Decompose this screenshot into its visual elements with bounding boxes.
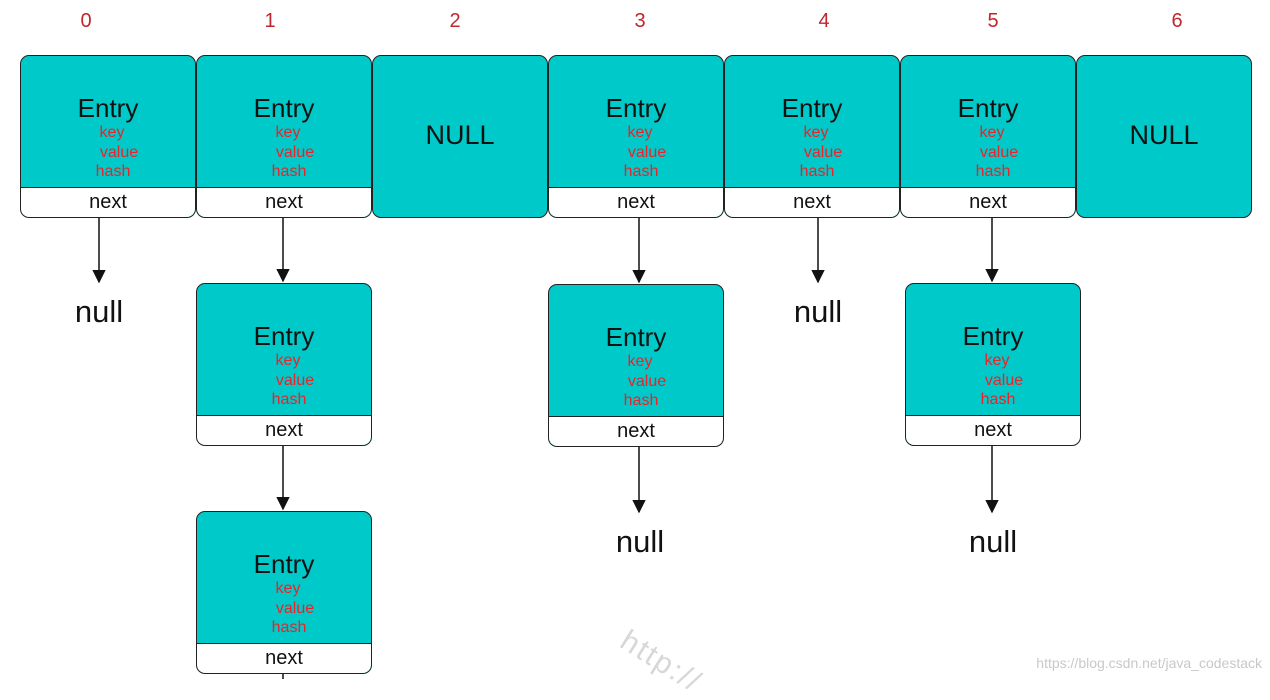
bucket-index-4: 4 [818,10,830,32]
entry-next-pointer: next [906,415,1080,445]
entry-next-pointer: next [901,187,1075,217]
entry-fields: key value hash [906,351,1080,410]
entry-field-key: key [627,124,653,141]
null-slot-label: NULL [425,120,495,150]
chain-1-entry-1: Entry key value hash next [196,283,372,446]
chain-5-entry-1: Entry key value hash next [905,283,1081,446]
entry-field-hash: hash [980,391,1016,408]
entry-title: Entry [962,321,1024,351]
entry-title: Entry [957,93,1019,123]
entry-fields: key value hash [21,123,195,182]
entry-title: Entry [253,93,315,123]
entry-field-key: key [275,124,301,141]
entry-fields: key value hash [197,579,371,638]
chain-5-null: null [968,524,1018,559]
entry-field-value: value [984,371,1024,389]
bucket-5-entry: Entry key value hash next [900,55,1076,218]
bucket-index-1: 1 [264,10,276,32]
entry-next-pointer: next [549,416,723,446]
entry-field-value: value [99,143,139,161]
entry-field-key: key [979,124,1005,141]
entry-field-key: key [627,353,653,370]
entry-title: Entry [605,322,667,352]
bucket-index-3: 3 [634,10,646,32]
entry-fields: key value hash [901,123,1075,182]
chain-0-null: null [74,294,124,329]
entry-fields: key value hash [725,123,899,182]
entry-field-hash: hash [975,163,1011,180]
chain-1-entry-2: Entry key value hash next [196,511,372,674]
entry-field-hash: hash [271,163,307,180]
entry-fields: key value hash [549,123,723,182]
entry-field-key: key [275,352,301,369]
entry-field-value: value [275,143,315,161]
entry-field-hash: hash [271,391,307,408]
pointer-arrows [92,218,999,679]
entry-title: Entry [77,93,139,123]
entry-next-pointer: next [197,187,371,217]
entry-fields: key value hash [549,352,723,411]
bucket-1-entry: Entry key value hash next [196,55,372,218]
entry-title: Entry [781,93,843,123]
entry-field-hash: hash [623,392,659,409]
entry-field-hash: hash [95,163,131,180]
entry-field-value: value [627,372,667,390]
bucket-index-5: 5 [987,10,999,32]
source-credit: https://blog.csdn.net/java_codestack [1036,655,1262,671]
entry-next-pointer: next [725,187,899,217]
entry-next-pointer: next [197,643,371,673]
chain-4-null: null [793,294,843,329]
entry-title: Entry [253,321,315,351]
null-slot-label: NULL [1129,120,1199,150]
entry-title: Entry [253,549,315,579]
entry-field-key: key [99,124,125,141]
entry-next-pointer: next [197,415,371,445]
entry-field-value: value [979,143,1019,161]
chain-3-entry-1: Entry key value hash next [548,284,724,447]
entry-field-value: value [275,599,315,617]
entry-next-pointer: next [21,187,195,217]
bucket-index-2: 2 [449,10,461,32]
bucket-2-null: NULL [372,55,548,218]
entry-fields: key value hash [197,123,371,182]
entry-field-hash: hash [271,619,307,636]
chain-3-null: null [615,524,665,559]
entry-field-value: value [627,143,667,161]
entry-field-key: key [984,352,1010,369]
bucket-index-0: 0 [80,10,92,32]
entry-field-key: key [275,580,301,597]
bucket-0-entry: Entry key value hash next [20,55,196,218]
bucket-3-entry: Entry key value hash next [548,55,724,218]
entry-next-pointer: next [549,187,723,217]
entry-field-value: value [803,143,843,161]
entry-field-key: key [803,124,829,141]
bucket-6-null: NULL [1076,55,1252,218]
bucket-4-entry: Entry key value hash next [724,55,900,218]
bucket-index-6: 6 [1171,10,1183,32]
entry-field-value: value [275,371,315,389]
entry-title: Entry [605,93,667,123]
entry-fields: key value hash [197,351,371,410]
entry-field-hash: hash [799,163,835,180]
entry-field-hash: hash [623,163,659,180]
